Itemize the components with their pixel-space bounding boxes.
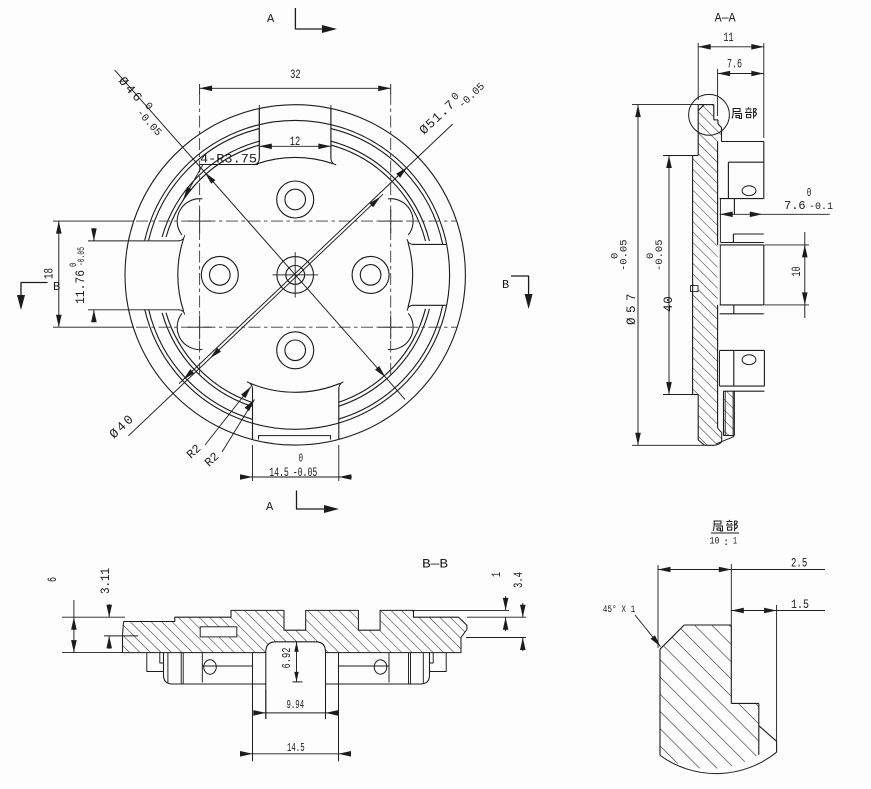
svg-text:45° X 1: 45° X 1 — [603, 604, 636, 616]
svg-text:0: 0 — [299, 452, 304, 466]
svg-text:B—B: B—B — [422, 558, 449, 572]
svg-text:2.5: 2.5 — [791, 557, 807, 571]
svg-text:-0.05: -0.05 — [293, 466, 318, 480]
svg-text:-0.05: -0.05 — [654, 239, 666, 271]
svg-text:18: 18 — [43, 268, 57, 279]
svg-text:3.11: 3.11 — [99, 568, 113, 594]
svg-text:14.5: 14.5 — [287, 742, 305, 755]
svg-text:-0.1: -0.1 — [809, 202, 833, 213]
svg-text:14.5: 14.5 — [269, 466, 289, 480]
svg-text:1: 1 — [733, 536, 737, 548]
svg-text:1: 1 — [490, 572, 504, 577]
svg-text:3.4: 3.4 — [512, 572, 526, 588]
svg-text:32: 32 — [290, 68, 301, 82]
svg-text:40: 40 — [662, 295, 676, 312]
svg-text:0: 0 — [610, 253, 622, 259]
svg-text:-0.05: -0.05 — [77, 247, 88, 266]
svg-text:10: 10 — [710, 536, 720, 548]
svg-text:A: A — [266, 500, 274, 514]
svg-text:0: 0 — [807, 186, 812, 200]
svg-text:12: 12 — [290, 135, 301, 149]
svg-text:11: 11 — [724, 31, 734, 45]
svg-text:A: A — [267, 12, 275, 26]
svg-text:9.94: 9.94 — [287, 699, 305, 712]
svg-text:4-R3.75: 4-R3.75 — [200, 153, 257, 167]
svg-text:11.76: 11.76 — [74, 270, 88, 304]
svg-text:Ø57: Ø57 — [625, 289, 639, 325]
svg-text:-0.05: -0.05 — [619, 239, 631, 271]
svg-text:1.5: 1.5 — [791, 598, 809, 612]
svg-text:10: 10 — [790, 267, 804, 277]
svg-text:B: B — [502, 278, 509, 292]
svg-text:6: 6 — [46, 577, 60, 582]
svg-text:B: B — [53, 280, 60, 294]
svg-text::: : — [723, 537, 729, 549]
svg-text:A—A: A—A — [715, 12, 736, 26]
svg-text:7.6: 7.6 — [784, 199, 806, 213]
svg-text:7.6: 7.6 — [727, 58, 742, 72]
svg-text:6.92: 6.92 — [281, 647, 294, 668]
svg-text:0: 0 — [645, 253, 657, 259]
svg-text:0: 0 — [69, 263, 80, 267]
